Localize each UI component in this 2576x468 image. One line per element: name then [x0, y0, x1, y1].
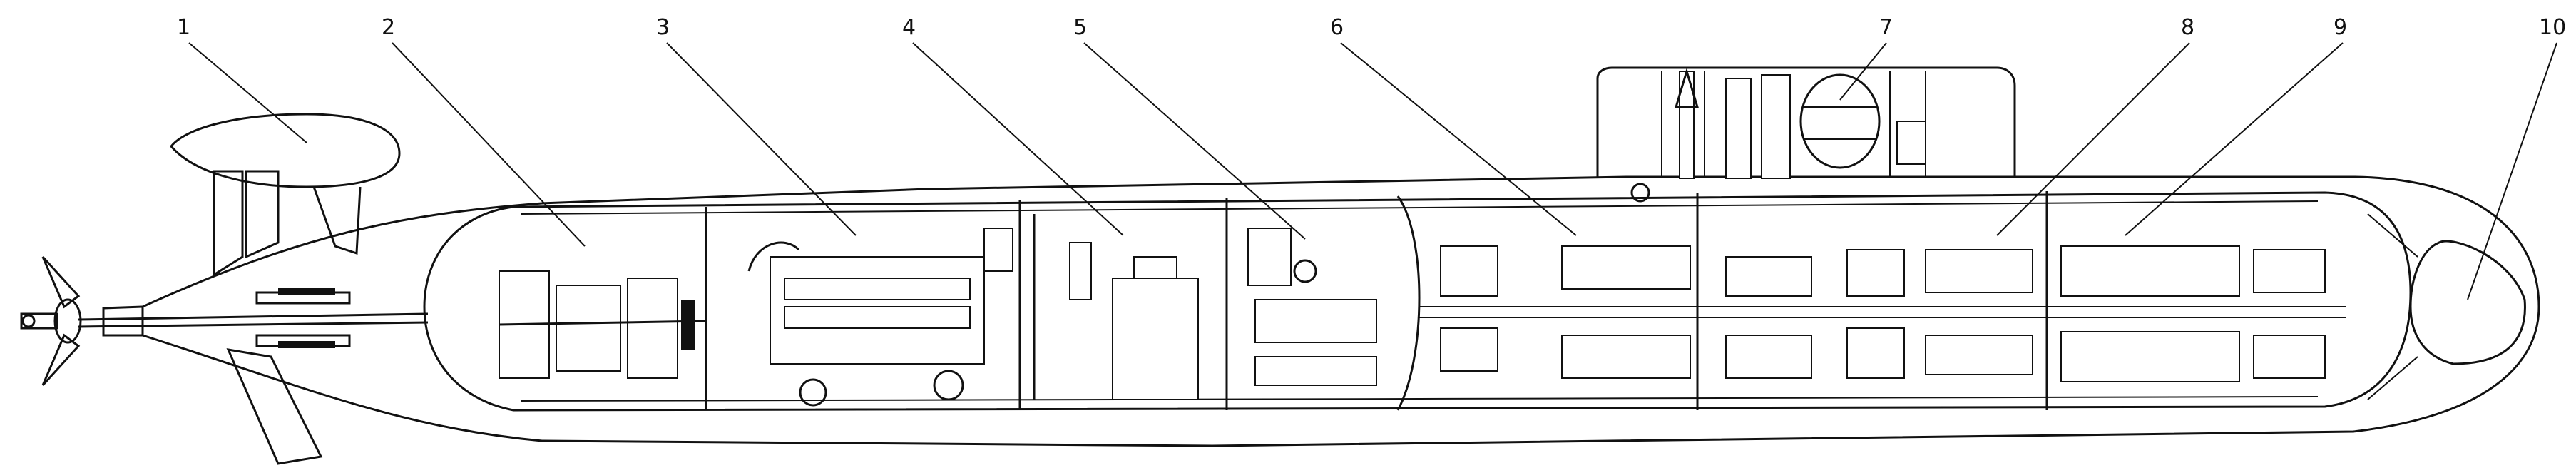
sail-tank: [1799, 73, 1881, 169]
leader-10: [2467, 42, 2557, 300]
upper-rudder: [213, 170, 244, 277]
control-compartment: [1247, 228, 1377, 386]
pressure-hull: [423, 191, 2412, 412]
stern-section: [20, 113, 429, 465]
leader-5: [1083, 42, 1306, 240]
outer-hull: [102, 176, 2540, 447]
sail: [1596, 66, 2016, 203]
callout-4: 4: [902, 15, 916, 40]
propeller-hub: [53, 298, 82, 344]
bow-sonar: [2367, 213, 2526, 400]
leader-6: [1340, 42, 1577, 236]
callout-9: 9: [2334, 15, 2347, 40]
leader-9: [2125, 42, 2344, 236]
leader-4: [912, 42, 1124, 236]
callout-labels: 1 2 3 4 5 6 7 8 9 10: [177, 15, 2566, 40]
reactor-compartment: [1033, 214, 1199, 400]
callout-1: 1: [177, 15, 190, 40]
callout-5: 5: [1073, 15, 1087, 40]
callout-6: 6: [1330, 15, 1344, 40]
propeller-cap: [20, 312, 58, 330]
propeller-blade-bottom: [41, 333, 81, 387]
diesel-compartment: [747, 228, 1013, 407]
towed-array-pod: [170, 113, 401, 188]
propeller-blade-top: [41, 255, 81, 309]
callout-7: 7: [1879, 15, 1893, 40]
leader-lines: [188, 42, 2557, 300]
lower-rudder: [226, 348, 323, 465]
aft-compartment: [499, 270, 707, 379]
callout-2: 2: [382, 15, 395, 40]
battery-compartments: [1440, 245, 2326, 382]
leader-3: [666, 42, 857, 236]
stern-plane-lower: [255, 334, 351, 347]
leader-7: [1839, 42, 1887, 101]
leader-1: [188, 42, 307, 143]
callout-8: 8: [2181, 15, 2194, 40]
bulkheads: [705, 191, 2346, 411]
leader-2: [392, 42, 586, 247]
callout-10: 10: [2539, 15, 2566, 40]
callout-3: 3: [656, 15, 670, 40]
leader-8: [1996, 42, 2190, 236]
